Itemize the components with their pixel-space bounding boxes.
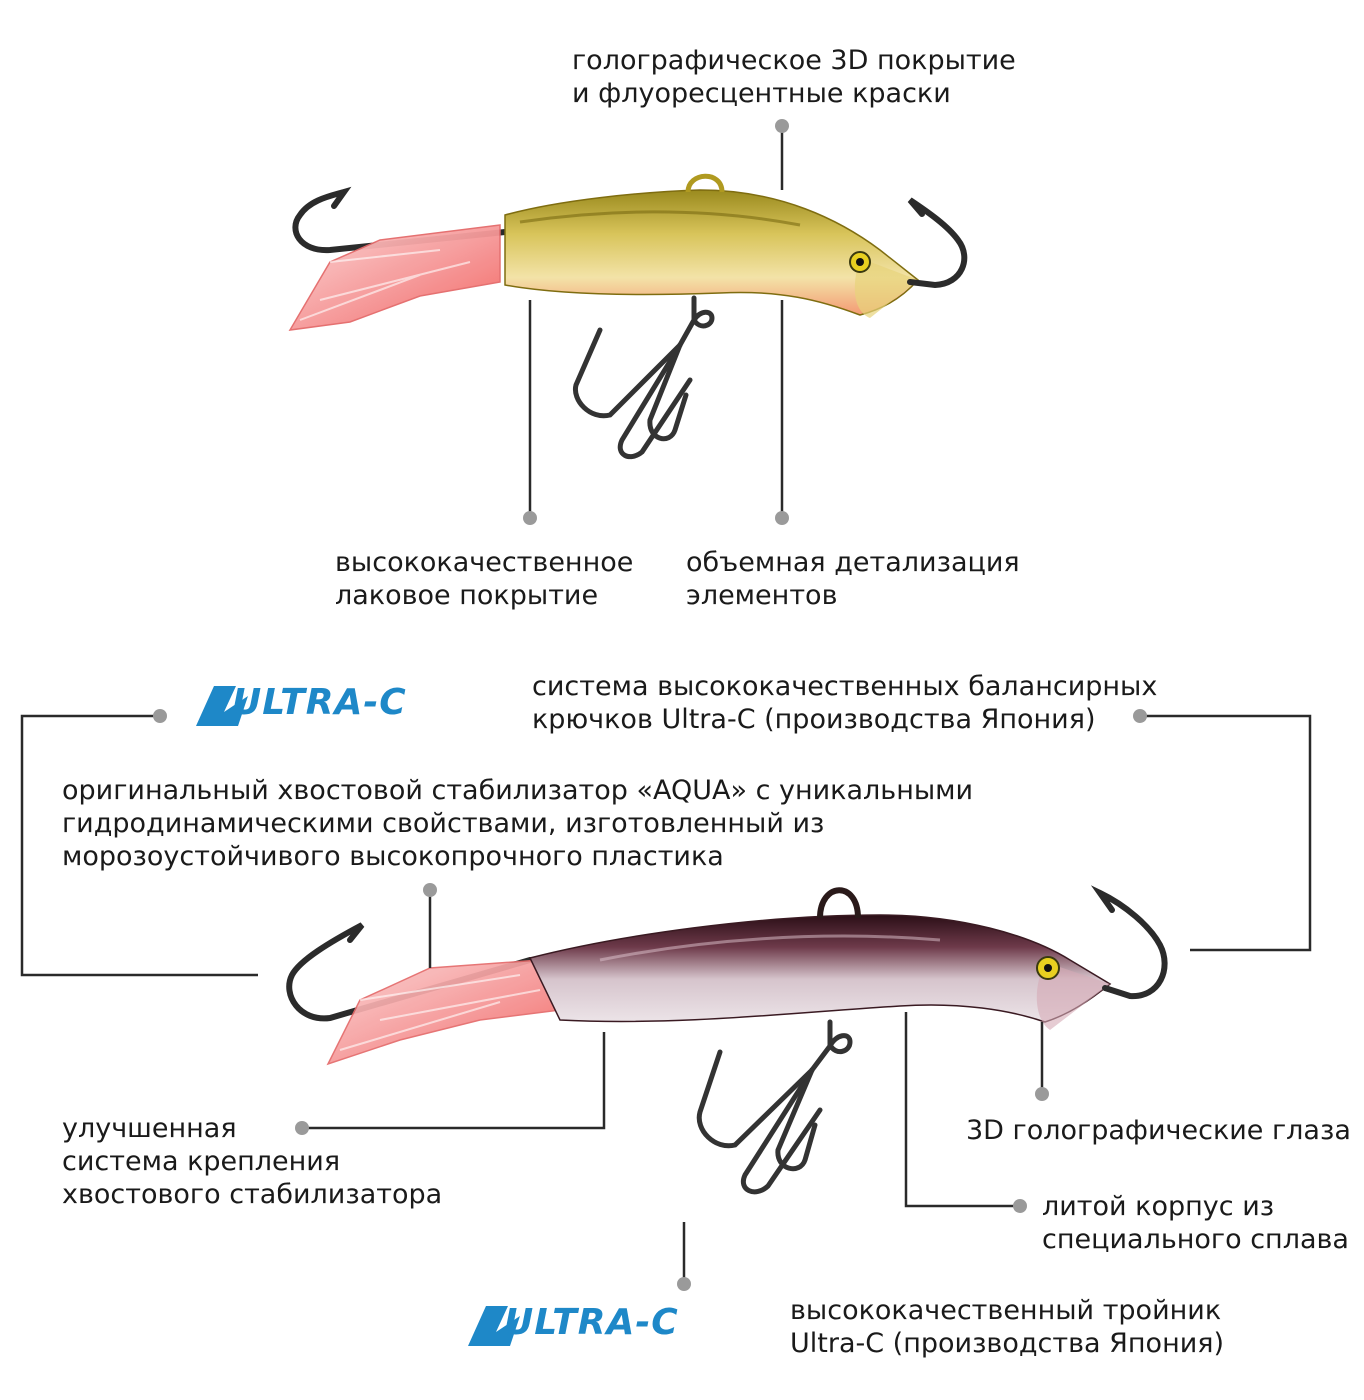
front-hook-icon: [907, 197, 968, 289]
rear-hook-icon: [286, 922, 533, 1022]
logo-text: ULTRA-C: [504, 1302, 679, 1343]
label-top-coating: голографическое 3D покрытие и флуоресцен…: [572, 45, 1016, 109]
leader-lines: [20, 126, 1312, 1284]
label-tail-stabilizer: оригинальный хвостовой стабилизатор «AQU…: [62, 775, 974, 872]
label-lacquer: высококачественное лаковое покрытие: [335, 547, 634, 611]
label-detail: объемная детализация элементов: [686, 547, 1020, 611]
label-hooks-system: система высококачественных балансирных к…: [532, 671, 1158, 735]
ultra-c-logo: ULTRA-C: [196, 682, 506, 728]
ultra-c-logo-bottom: ULTRA-C: [468, 1302, 778, 1348]
tail-stabilizer-icon: [326, 959, 562, 1066]
treble-hook-icon: [573, 295, 715, 460]
treble-hook-icon: [696, 1019, 853, 1195]
ultra-c-logo-mark: [196, 686, 520, 1346]
line-tie-icon: [685, 173, 725, 193]
rear-hook-icon: [292, 186, 508, 254]
front-hook-icon: [1090, 885, 1168, 1000]
label-eyes: 3D голографические глаза: [966, 1115, 1351, 1146]
tail-stabilizer-icon: [288, 224, 501, 331]
lure-body-icon: [528, 914, 1112, 1023]
label-tail-mount: улучшенная система крепления хвостового …: [62, 1113, 443, 1210]
leader-dots: [153, 119, 1147, 1291]
label-body: литой корпус из специального сплава: [1042, 1191, 1349, 1255]
lure-top: [288, 173, 968, 460]
logo-text: ULTRA-C: [232, 682, 407, 723]
lure-body-icon: [504, 189, 920, 316]
lure-bottom: [286, 885, 1168, 1195]
label-treble: высококачественный тройник Ultra-C (прои…: [790, 1295, 1225, 1359]
line-tie-icon: [817, 887, 861, 919]
